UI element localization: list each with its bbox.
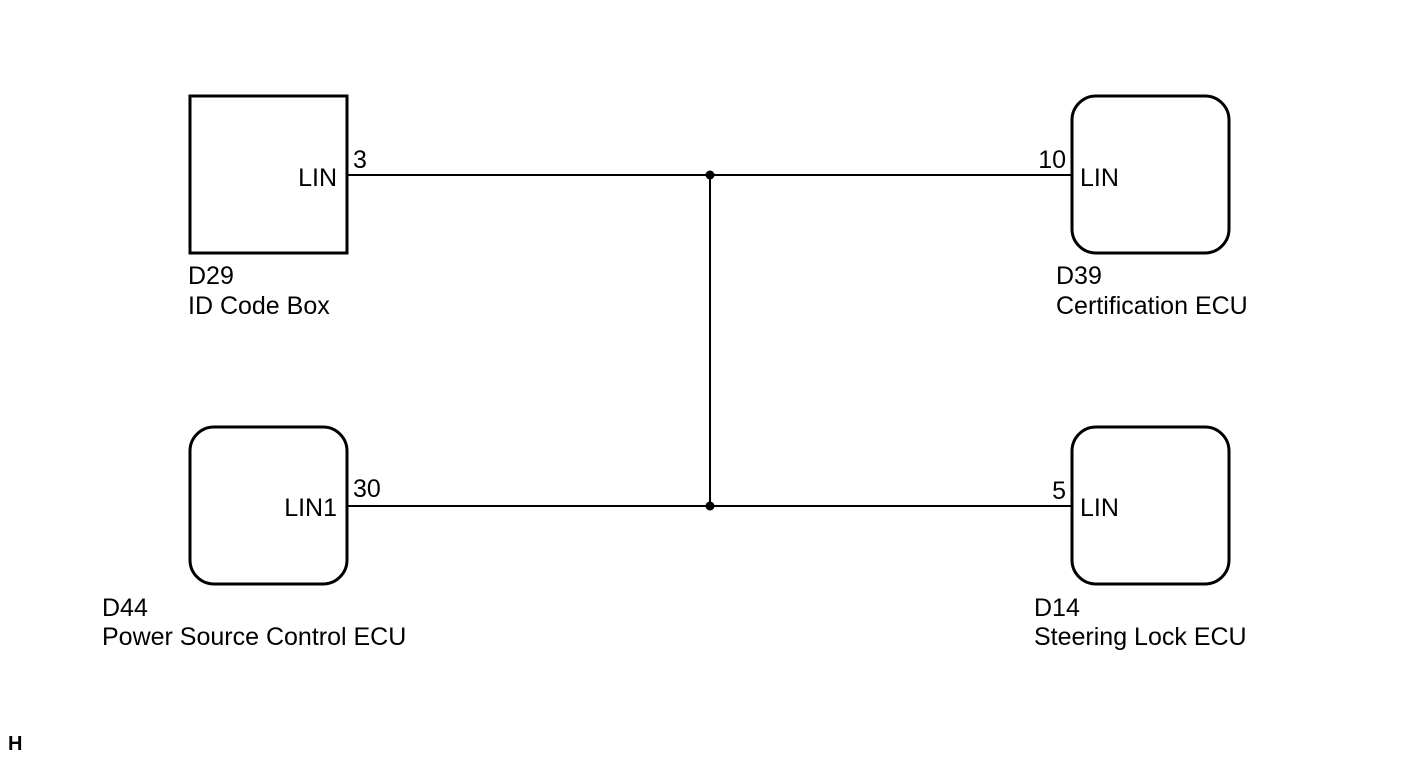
component-d29-pin-name: LIN [298, 164, 337, 192]
component-d44-pin-number: 30 [353, 475, 381, 503]
component-d44-name: Power Source Control ECU [102, 623, 406, 651]
wires [347, 170, 1072, 511]
junction-dot-bottom [705, 501, 715, 511]
component-d14-name: Steering Lock ECU [1034, 623, 1247, 651]
component-d14-box [1070, 425, 1231, 586]
component-d29-name: ID Code Box [188, 292, 330, 320]
component-d29-pin-number: 3 [353, 146, 367, 174]
component-d39-box [1070, 94, 1231, 255]
component-d39: LIN 10 D39 Certification ECU [1038, 94, 1248, 320]
component-d39-pin-number: 10 [1038, 146, 1066, 174]
component-d14: LIN 5 D14 Steering Lock ECU [1034, 425, 1247, 651]
component-d39-pin-name: LIN [1080, 164, 1119, 192]
junction-dot-top [705, 170, 715, 180]
component-d29-box [188, 94, 349, 255]
component-d44: LIN1 30 D44 Power Source Control ECU [102, 425, 406, 651]
component-d44-code: D44 [102, 594, 148, 622]
component-d39-code: D39 [1056, 262, 1102, 290]
component-d44-box [188, 425, 349, 586]
component-d14-pin-number: 5 [1052, 477, 1066, 505]
component-d29: LIN 3 D29 ID Code Box [188, 94, 367, 320]
component-d14-code: D14 [1034, 594, 1080, 622]
component-d39-name: Certification ECU [1056, 292, 1248, 320]
component-d14-pin-name: LIN [1080, 494, 1119, 522]
component-d44-pin-name: LIN1 [284, 494, 337, 522]
component-d29-code: D29 [188, 262, 234, 290]
corner-mark: H [8, 733, 22, 755]
